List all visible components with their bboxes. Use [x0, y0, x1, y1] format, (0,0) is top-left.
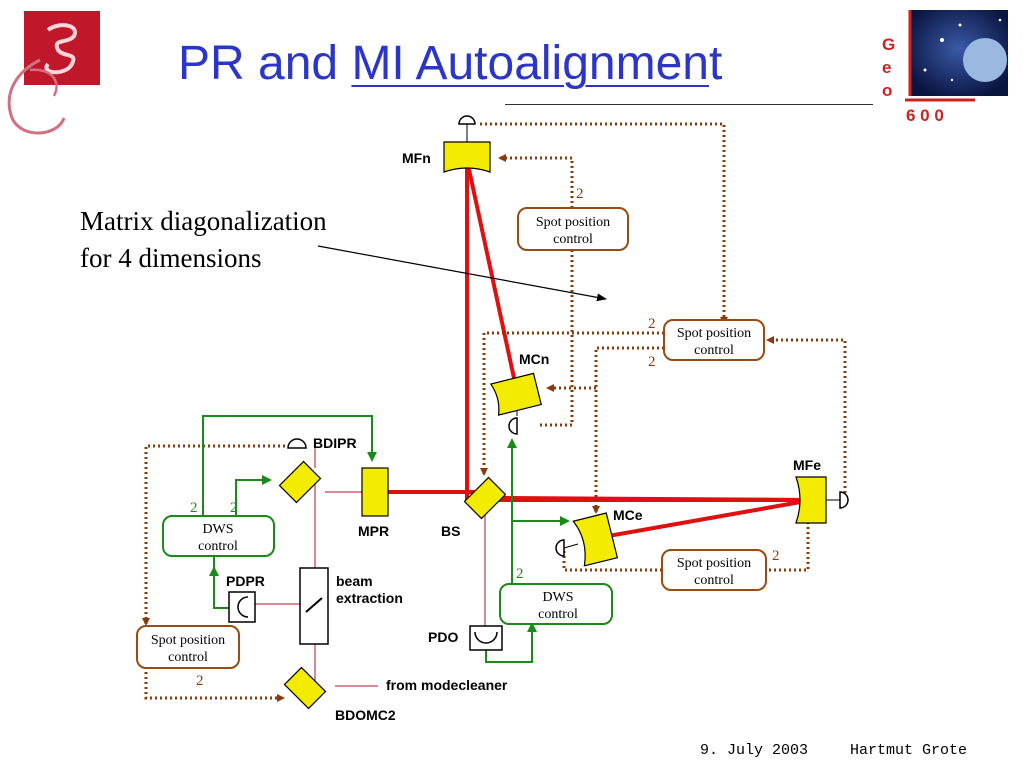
spot-control-box-left: Spot position control — [136, 625, 240, 669]
photodiode-pdo — [469, 625, 503, 651]
title-rule — [505, 104, 873, 105]
logo-geo600: G e o 6 0 0 — [882, 10, 1008, 125]
mirror-bdomc2 — [283, 666, 327, 710]
photodiode-mce — [555, 539, 579, 557]
mirror-bs — [463, 476, 507, 520]
mirror-mcn — [489, 372, 542, 416]
photodiode-mfn — [458, 115, 476, 142]
dws-count-left-1: 2 — [190, 500, 198, 516]
logo-left-glyph — [44, 23, 77, 75]
footer-date: 9. July 2003 — [700, 742, 809, 759]
dws-count-left-2: 2 — [230, 500, 238, 516]
label-mce: MCe — [613, 507, 643, 523]
logo-letter-g: G — [882, 35, 895, 54]
channel-count-left: 2 — [196, 673, 204, 689]
annotation-line-1: Matrix diagonalization — [80, 206, 327, 236]
logo-number-600: 6 0 0 — [906, 106, 944, 125]
annotation-line-2: for 4 dimensions — [80, 243, 262, 273]
mirror-mpr — [361, 467, 389, 517]
logo-left-swirl — [7, 58, 66, 135]
mirror-mce — [572, 512, 619, 567]
logo-letter-e: e — [882, 58, 891, 77]
mirror-mfe — [795, 476, 827, 524]
label-bs: BS — [441, 523, 460, 539]
logo-planet — [963, 38, 1007, 82]
svg-text:control: control — [694, 573, 734, 588]
logo-left — [7, 11, 100, 135]
spot-control-box-middle: Spot position control — [663, 319, 765, 361]
dws-control-box-left: DWS control — [162, 515, 275, 557]
label-mfe: MFe — [793, 457, 821, 473]
label-mpr: MPR — [358, 523, 389, 539]
channel-count-mid-b: 2 — [648, 354, 656, 370]
logo-left-swirl-2 — [29, 68, 58, 97]
dws-count-right: 2 — [516, 566, 524, 582]
label-pdo: PDO — [428, 629, 458, 645]
photodiode-mfe — [826, 491, 849, 509]
label-from-modecleaner: from modecleaner — [386, 677, 508, 693]
photodiode-pdpr — [228, 591, 256, 623]
svg-text:DWS: DWS — [542, 590, 573, 605]
title-underlined: MI Autoalignmen — [351, 37, 709, 90]
laser-beams — [255, 159, 813, 690]
svg-text:DWS: DWS — [202, 522, 233, 537]
svg-text:control: control — [538, 607, 578, 622]
svg-text:Spot position: Spot position — [151, 633, 225, 648]
mirror-bdipr — [278, 460, 322, 504]
svg-text:Spot position: Spot position — [536, 215, 610, 230]
dws-control-lines — [202, 415, 570, 663]
photodiode-mcn — [508, 410, 518, 435]
channel-count-right: 2 — [772, 548, 780, 564]
svg-text:Spot position: Spot position — [677, 326, 751, 341]
title-prefix: PR and — [178, 37, 352, 90]
mirror-mfn — [443, 141, 491, 173]
label-bdomc2: BDOMC2 — [335, 707, 396, 723]
label-mcn: MCn — [519, 351, 549, 367]
svg-text:Spot position: Spot position — [677, 556, 751, 571]
dws-control-box-right: DWS control — [499, 583, 613, 625]
channel-count-mid-a: 2 — [648, 316, 656, 332]
spot-control-box-top: Spot position control — [517, 207, 629, 251]
photodiode-bdipr — [287, 438, 307, 449]
label-beam: beam — [336, 573, 373, 589]
svg-text:control: control — [198, 539, 238, 554]
beam-extraction-optic — [299, 567, 329, 645]
svg-text:control: control — [553, 232, 593, 247]
label-extraction: extraction — [336, 590, 403, 606]
label-mfn: MFn — [402, 150, 431, 166]
logo-letter-o: o — [882, 81, 892, 100]
channel-count-top: 2 — [576, 186, 584, 202]
spot-control-box-right: Spot position control — [661, 549, 767, 591]
page-title: PR and MI Autoalignment — [178, 40, 722, 88]
svg-text:control: control — [168, 650, 208, 665]
logo-left-square — [24, 11, 100, 85]
label-pdpr: PDPR — [226, 573, 265, 589]
spot-control-lines — [142, 122, 847, 702]
annotation-arrow — [317, 245, 607, 302]
footer-author: Hartmut Grote — [850, 742, 968, 759]
title-suffix: t — [708, 37, 723, 90]
label-bdipr: BDIPR — [313, 435, 357, 451]
svg-text:control: control — [694, 343, 734, 358]
annotation-text: Matrix diagonalization for 4 dimensions — [80, 203, 327, 277]
